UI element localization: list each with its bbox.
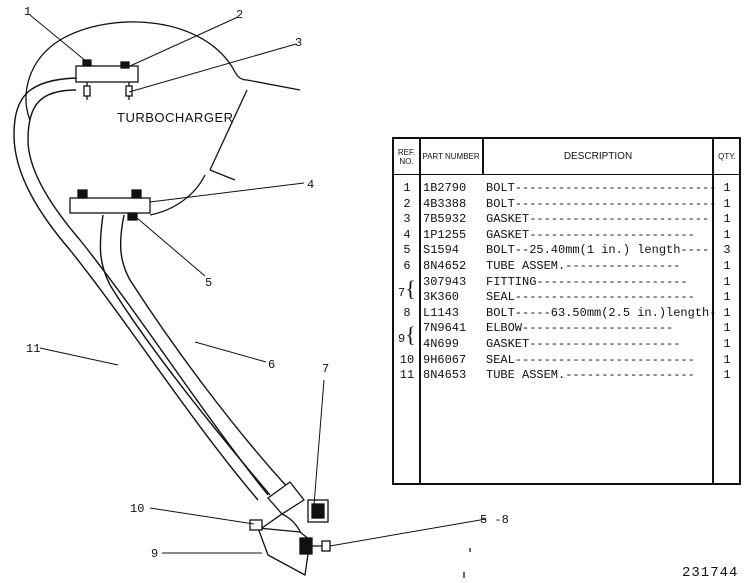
callout-2: 2 bbox=[236, 8, 243, 22]
part-number-cell: 7B5932 bbox=[423, 212, 467, 227]
ref-cell: 2 bbox=[403, 196, 411, 211]
qty-cell: 1 bbox=[723, 290, 731, 305]
header-description: DESCRIPTION bbox=[563, 151, 633, 162]
description-cell: GASKET--------------------- bbox=[486, 337, 681, 351]
part-number-cell: 3K360 bbox=[423, 290, 460, 305]
qty-cell: 1 bbox=[723, 212, 731, 227]
brace-glyph: { bbox=[405, 322, 416, 348]
part-number-cell: L1143 bbox=[423, 305, 460, 320]
column-divider bbox=[712, 139, 714, 483]
header-ref-no: REF. NO. bbox=[397, 147, 416, 166]
table-row: 3 7B5932 GASKET------------------------- 1 bbox=[394, 212, 739, 227]
qty-cell: 1 bbox=[723, 196, 731, 211]
callout-6: 6 bbox=[268, 358, 275, 372]
table-row: 8 L1143 BOLT-----63.50mm(2.5 in.)length- 1 bbox=[394, 306, 739, 321]
part-number-cell: S1594 bbox=[423, 243, 460, 258]
description-cell: ELBOW--------------------- bbox=[486, 321, 674, 336]
table-header: REF. NO. PART NUMBER DESCRIPTION QTY. bbox=[394, 139, 739, 175]
callout-5-8: 5 -8 bbox=[480, 513, 509, 527]
qty-cell: 1 bbox=[723, 227, 731, 242]
turbocharger-label: TURBOCHARGER bbox=[117, 110, 234, 125]
description-cell: SEAL------------------------- bbox=[486, 290, 695, 305]
table-row: 2 4B3388 BOLT---------------------------- 1 bbox=[394, 197, 739, 212]
description-cell: TUBE ASSEM.---------------- bbox=[486, 259, 681, 273]
description-cell: FITTING--------------------- bbox=[486, 274, 688, 289]
qty-cell: 1 bbox=[723, 368, 731, 383]
qty-cell: 1 bbox=[723, 305, 731, 320]
part-number-cell: 9H6067 bbox=[423, 352, 467, 367]
part-number-cell: 1P1255 bbox=[423, 227, 467, 242]
group-ref-number: 7 bbox=[398, 285, 406, 300]
part-number-cell: 4N699 bbox=[423, 337, 460, 351]
group-brace: 7{ bbox=[398, 275, 416, 304]
description-cell: SEAL------------------------- bbox=[486, 352, 695, 367]
table-row: 4N699 GASKET--------------------- 1 bbox=[394, 337, 739, 352]
table-row: 6 8N4652 TUBE ASSEM.---------------- 1 bbox=[394, 259, 739, 274]
qty-cell: 1 bbox=[723, 337, 731, 351]
tube-assembly-6 bbox=[99, 214, 291, 496]
table-row: 11 8N4653 TUBE ASSEM.------------------ 1 bbox=[394, 368, 739, 383]
ref-cell: 8 bbox=[403, 305, 411, 320]
column-divider bbox=[419, 139, 421, 483]
description-cell: GASKET----------------------- bbox=[486, 227, 695, 242]
header-qty: QTY. bbox=[718, 152, 736, 161]
qty-cell: 1 bbox=[723, 274, 731, 289]
table-row: 7N9641 ELBOW--------------------- 1 bbox=[394, 321, 739, 336]
ref-cell: 10 bbox=[399, 352, 415, 367]
qty-cell: 1 bbox=[723, 259, 731, 273]
callout-7: 7 bbox=[322, 362, 329, 376]
table-row: 1 1B2790 BOLT---------------------------- 1 bbox=[394, 181, 739, 196]
callout-1: 1 bbox=[24, 5, 31, 19]
figure-number: 231744 bbox=[682, 565, 738, 581]
description-cell: TUBE ASSEM.------------------ bbox=[486, 368, 695, 383]
column-divider bbox=[482, 139, 484, 174]
upper-flange bbox=[75, 59, 139, 100]
turbocharger-housing bbox=[25, 21, 301, 216]
description-cell: BOLT---------------------------- bbox=[486, 196, 717, 211]
table-row: 5 S1594 BOLT--25.40mm(1 in.) length---- 3 bbox=[394, 243, 739, 258]
description-cell: BOLT--25.40mm(1 in.) length---- bbox=[486, 243, 710, 258]
callout-10: 10 bbox=[130, 502, 144, 516]
qty-cell: 3 bbox=[723, 243, 731, 258]
part-number-cell: 4B3388 bbox=[423, 196, 467, 211]
qty-cell: 1 bbox=[723, 181, 731, 195]
table-row: 307943 FITTING--------------------- 1 bbox=[394, 275, 739, 290]
callout-11: 11 bbox=[26, 342, 40, 356]
group-ref-number: 9 bbox=[398, 332, 406, 347]
part-number-cell: 307943 bbox=[423, 274, 467, 289]
ref-cell: 5 bbox=[403, 243, 411, 258]
qty-cell: 1 bbox=[723, 321, 731, 336]
part-number-cell: 8N4652 bbox=[423, 259, 467, 273]
ref-cell: 3 bbox=[403, 212, 411, 227]
table-row: 3K360 SEAL------------------------- 1 bbox=[394, 290, 739, 305]
tube-assembly-11 bbox=[13, 77, 269, 501]
leader-lines bbox=[29, 14, 487, 554]
bottom-fittings bbox=[249, 481, 471, 578]
header-part-number: PART NUMBER bbox=[422, 152, 480, 161]
part-number-cell: 1B2790 bbox=[423, 181, 467, 195]
ref-cell: 11 bbox=[399, 368, 415, 383]
callout-9: 9 bbox=[151, 547, 158, 561]
group-brace: 9{ bbox=[398, 324, 416, 350]
ref-cell: 1 bbox=[403, 181, 411, 195]
lower-flange bbox=[69, 189, 151, 221]
description-cell: BOLT---------------------------- bbox=[486, 181, 717, 195]
description-cell: GASKET------------------------- bbox=[486, 212, 710, 227]
ref-cell: 6 bbox=[403, 259, 411, 273]
part-number-cell: 8N4653 bbox=[423, 368, 467, 383]
brace-glyph: { bbox=[405, 275, 416, 301]
description-cell: BOLT-----63.50mm(2.5 in.)length- bbox=[486, 305, 717, 320]
callout-4: 4 bbox=[307, 178, 314, 192]
ref-cell: 4 bbox=[403, 227, 411, 242]
part-number-cell: 7N9641 bbox=[423, 321, 467, 336]
callout-3: 3 bbox=[295, 36, 302, 50]
callout-5: 5 bbox=[205, 276, 212, 290]
table-row: 10 9H6067 SEAL------------------------- 1 bbox=[394, 353, 739, 368]
qty-cell: 1 bbox=[723, 352, 731, 367]
table-row: 4 1P1255 GASKET----------------------- 1 bbox=[394, 228, 739, 243]
